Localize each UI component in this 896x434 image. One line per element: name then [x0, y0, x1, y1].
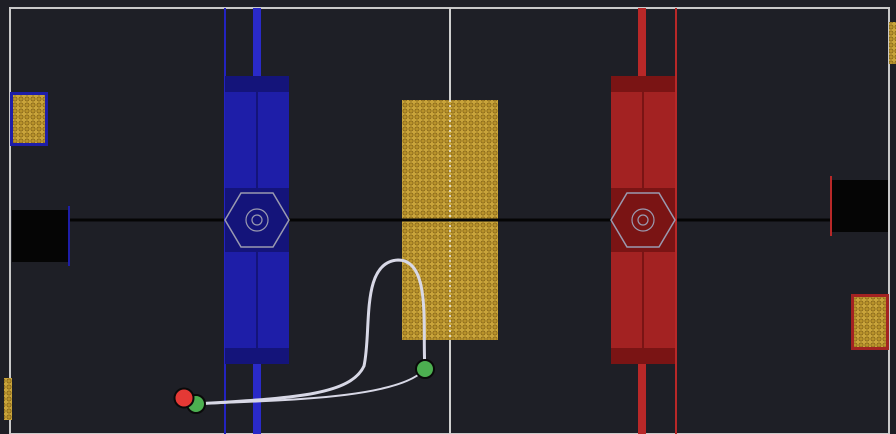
- robot-path[interactable]: [194, 258, 427, 406]
- red-outpost: [830, 176, 888, 236]
- waypoint-end-green-circle-icon[interactable]: [415, 359, 435, 379]
- blue-outpost: [12, 206, 70, 266]
- red-alliance-structure: [611, 8, 677, 434]
- red-fuel-depot: [851, 294, 889, 350]
- blue-hub-icon: [224, 192, 290, 248]
- left-edge-fuel: [4, 378, 12, 420]
- right-edge-fuel: [889, 22, 896, 64]
- robot-start-red-circle-icon[interactable]: [173, 387, 195, 409]
- blue-fuel-depot: [10, 92, 48, 146]
- blue-alliance-structure: [224, 8, 289, 434]
- center-fuel-field: [402, 100, 498, 340]
- red-hub-icon: [610, 192, 676, 248]
